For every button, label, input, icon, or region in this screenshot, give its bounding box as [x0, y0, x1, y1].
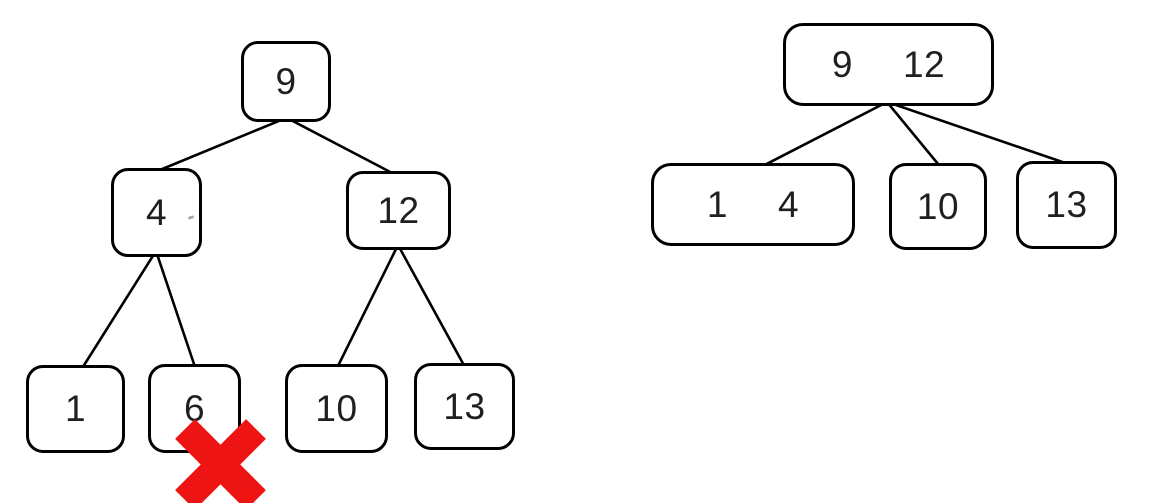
node-key: 13: [443, 385, 486, 427]
node-key: 12: [377, 189, 420, 231]
b23-node-1-4: 1 4: [651, 163, 855, 246]
node-key: 9: [831, 43, 853, 85]
node-key: 13: [1045, 184, 1088, 225]
bst-node-10: 10: [285, 364, 388, 453]
edge-912-14: [754, 100, 888, 172]
bst-node-12: 12: [346, 171, 451, 250]
node-key: 10: [916, 185, 960, 227]
node-key: 4: [145, 191, 168, 233]
b23-root-node: 9 12: [783, 23, 994, 106]
bst-node-9: 9: [241, 41, 331, 122]
edge-912-13: [886, 100, 1081, 170]
edge-4-6: [154, 250, 198, 371]
delete-x-stroke: [175, 419, 266, 503]
b23-node-13: 13: [1016, 161, 1117, 249]
edge-12-10: [334, 244, 400, 371]
edge-4-1: [79, 250, 158, 371]
edge-9-12: [286, 116, 397, 177]
bst-node-1: 1: [26, 365, 125, 453]
node-key: 10: [315, 387, 358, 429]
bst-node-4: 4: [111, 168, 202, 257]
node-key: 4: [778, 183, 800, 225]
bst-node-13: 13: [414, 363, 515, 450]
b23-node-10: 10: [889, 163, 987, 250]
edge-9-4: [154, 116, 287, 174]
edge-912-10: [885, 101, 945, 171]
node-key: 9: [275, 60, 297, 102]
node-key: 1: [706, 183, 728, 225]
node-key: 12: [902, 43, 946, 85]
node-key: 6: [183, 387, 206, 429]
node-key: 1: [64, 388, 87, 429]
edge-12-13: [396, 244, 468, 370]
